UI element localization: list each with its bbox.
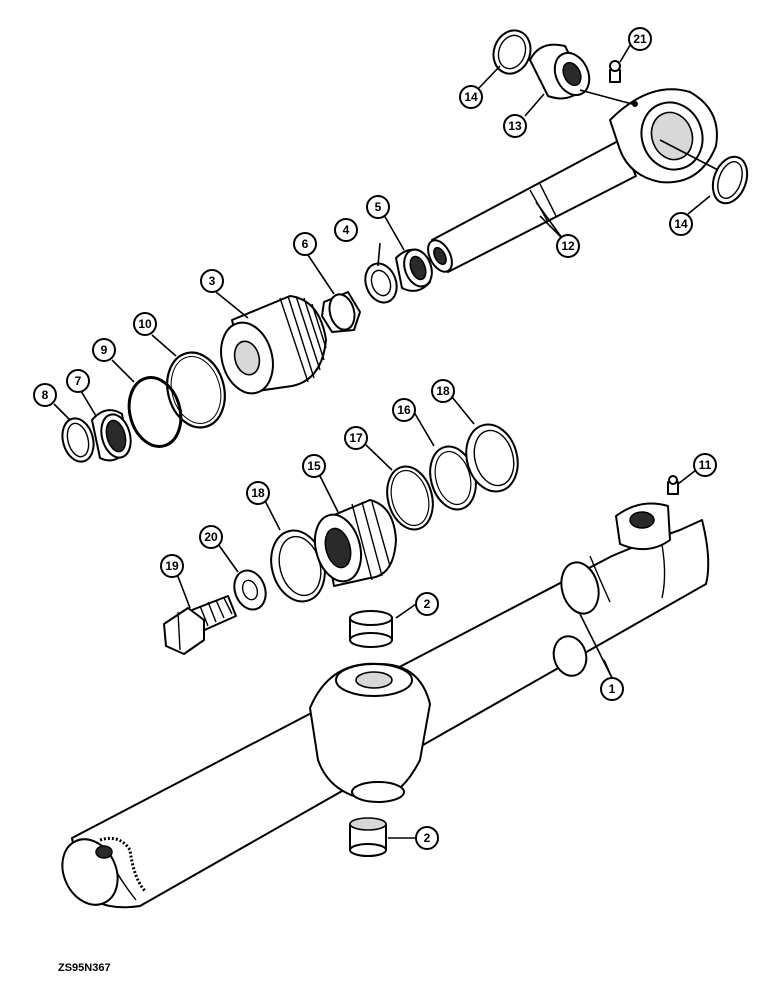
callout-4: 4 [334,218,358,242]
svg-text:2: 2 [424,597,431,611]
callout-7: 7 [66,369,90,393]
svg-text:16: 16 [397,403,411,417]
callout-9: 9 [92,338,116,362]
callout-2-upper: 2 [415,592,439,616]
callout-5: 5 [366,195,390,219]
svg-text:2: 2 [424,831,431,845]
callout-10: 10 [133,312,157,336]
callout-16: 16 [392,398,416,422]
svg-text:20: 20 [204,530,218,544]
piston-rod [427,88,718,273]
svg-text:13: 13 [508,119,522,133]
grease-fitting-rod [609,60,621,83]
svg-text:15: 15 [307,459,321,473]
nut-6 [321,291,361,333]
seal-ring-16 [429,445,477,511]
bushing-2-upper [349,610,393,648]
bushing [529,43,591,100]
callout-2-lower: 2 [415,826,439,850]
washer-20 [233,569,267,611]
o-ring-9 [127,376,183,448]
grease-fitting-barrel [667,475,679,495]
callout-3: 3 [200,269,224,293]
wear-ring-18-lower [270,529,326,603]
svg-text:14: 14 [464,90,478,104]
svg-text:10: 10 [138,317,152,331]
callout-13: 13 [503,114,527,138]
leader-lines [53,41,719,839]
svg-text:18: 18 [436,384,450,398]
callout-20: 20 [199,525,223,549]
callout-6: 6 [293,232,317,256]
callout-21: 21 [628,27,652,51]
callout-15: 15 [302,454,326,478]
svg-text:9: 9 [101,343,108,357]
callout-11: 11 [693,453,717,477]
svg-text:3: 3 [209,274,216,288]
seal-ring-17 [386,465,434,531]
svg-text:21: 21 [633,32,647,46]
svg-text:11: 11 [699,458,712,472]
svg-text:17: 17 [349,431,363,445]
svg-text:14: 14 [674,217,688,231]
piston-15 [313,499,397,587]
wiper-4 [364,262,398,304]
callout-14-upper: 14 [459,85,483,109]
washer-8 [61,417,95,463]
svg-text:1: 1 [609,682,616,696]
callout-12: 12 [556,234,580,258]
svg-text:6: 6 [302,237,309,251]
backup-ring-10 [166,351,226,429]
svg-text:12: 12 [561,239,575,253]
bushing-2-lower [349,817,387,857]
wear-ring-18-upper [465,423,519,493]
callout-8: 8 [33,383,57,407]
callout-18-upper: 18 [431,379,455,403]
callout-17: 17 [344,426,368,450]
svg-text:8: 8 [42,388,49,402]
svg-text:4: 4 [343,223,350,237]
callout-18-lower: 18 [246,481,270,505]
callout-14-right: 14 [669,212,693,236]
seal-5 [395,248,433,292]
callout-19: 19 [160,554,184,578]
svg-text:19: 19 [165,559,179,573]
svg-text:7: 7 [75,374,82,388]
seal-7 [91,409,132,462]
svg-text:18: 18 [251,486,265,500]
snap-ring-upper [492,29,532,75]
figure-code: ZS95N367 [58,962,111,974]
bolt-19 [163,595,237,655]
svg-text:5: 5 [375,200,382,214]
callout-1: 1 [600,677,624,701]
head-3 [220,295,327,395]
cylinder-barrel [61,502,710,909]
snap-ring-right [711,155,749,205]
